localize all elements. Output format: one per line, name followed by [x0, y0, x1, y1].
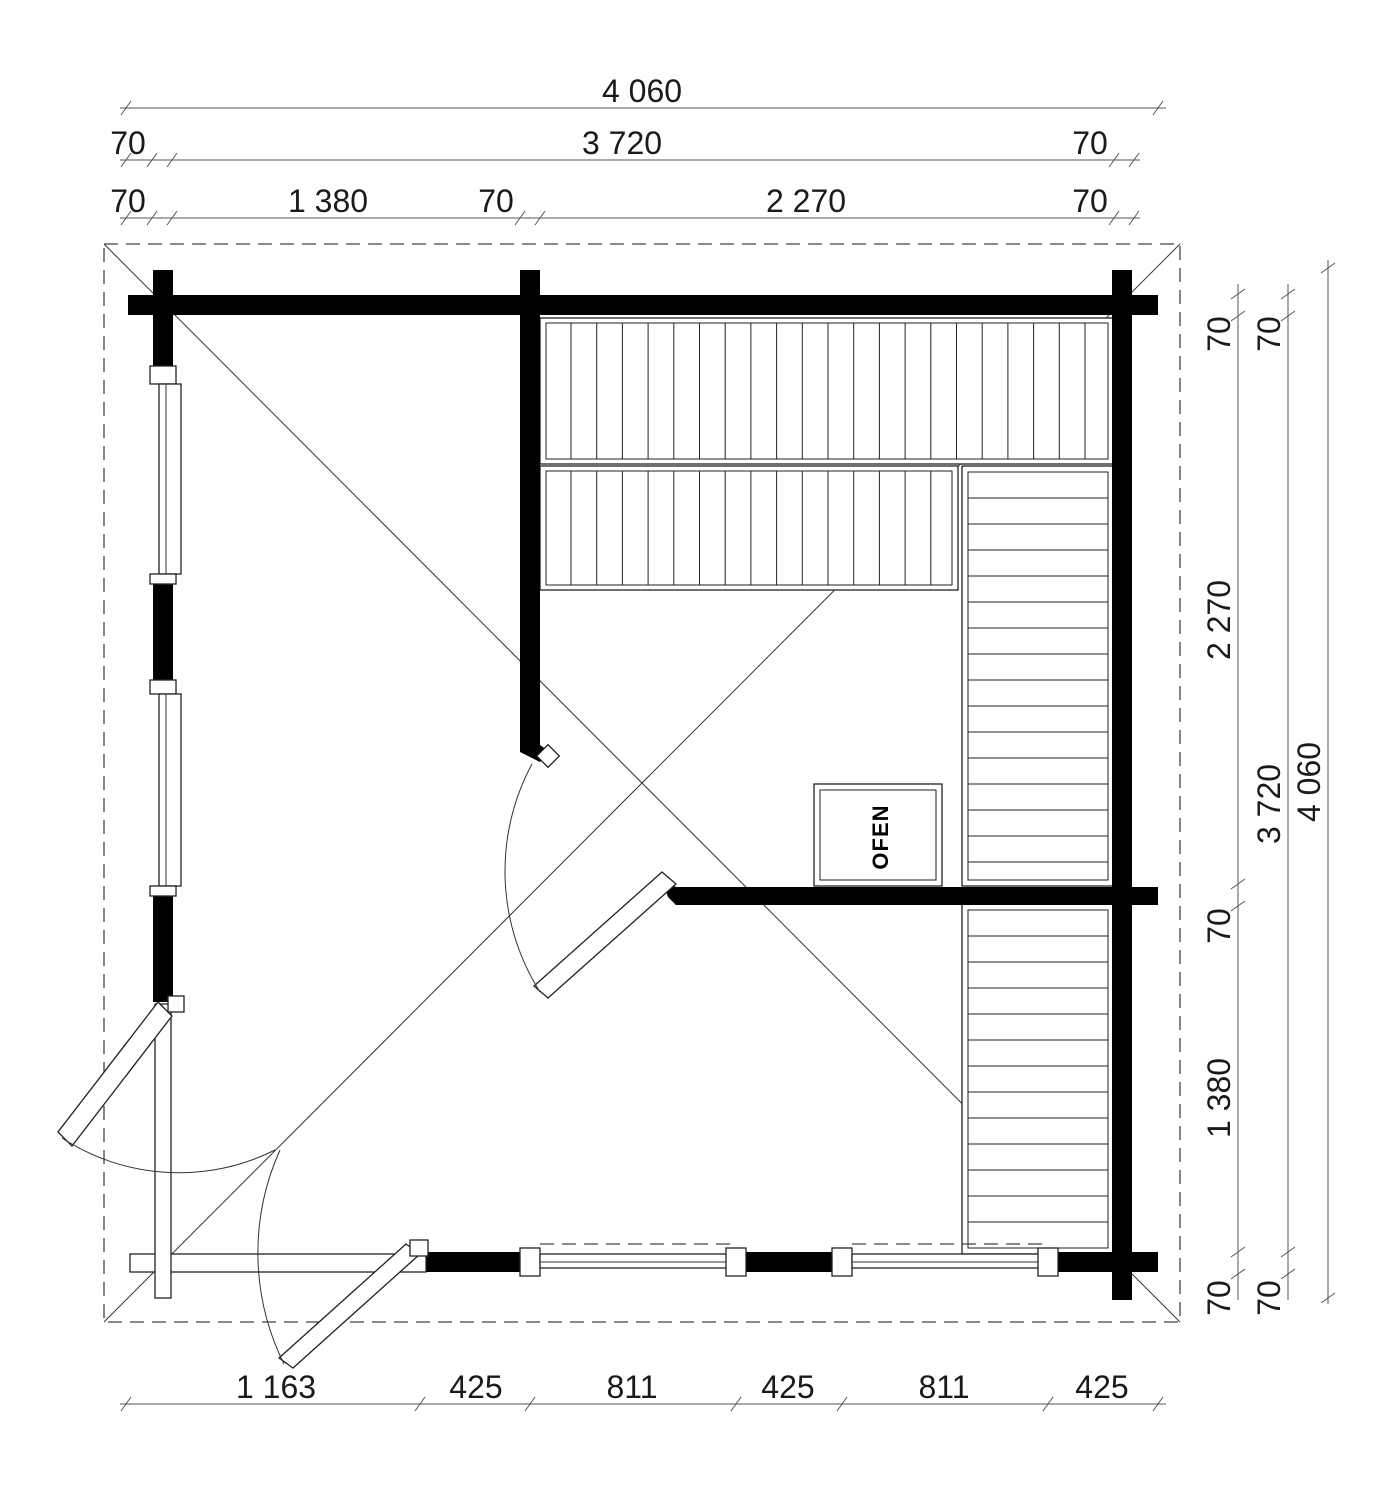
dimension-labels: 4 060 70 3 720 70 70 1 380 70 2 270 70 1… [110, 73, 1327, 1405]
dim-top-total: 4 060 [602, 73, 682, 109]
dimension-tick [1280, 310, 1296, 322]
dimension-tick [1280, 1268, 1296, 1280]
dim-right-inner-0: 70 [1201, 316, 1237, 352]
dimension-tick [1320, 262, 1336, 274]
dim-top-row3-1: 1 380 [288, 183, 368, 219]
middle-bench [539, 465, 959, 591]
dimension-tick [524, 1396, 536, 1412]
dimension-tick [1320, 1292, 1336, 1304]
side-bench-lower [961, 903, 1115, 1255]
dimension-lines [120, 100, 1336, 1412]
dimension-tick [166, 210, 178, 226]
dim-right-inner-1: 2 270 [1201, 580, 1237, 660]
dimension-tick [1280, 1246, 1296, 1258]
entrance-wall-stub [129, 1003, 427, 1299]
dimension-tick [1152, 100, 1164, 116]
dimension-tick [1230, 310, 1246, 322]
dim-right-outer-total: 4 060 [1291, 742, 1327, 822]
dim-top-inner-right-wall: 70 [1072, 125, 1108, 161]
dim-right-inner-4: 70 [1201, 1280, 1237, 1316]
dimension-tick [1108, 210, 1120, 226]
dim-bottom-0: 1 163 [236, 1369, 316, 1405]
dimension-tick [1230, 1268, 1246, 1280]
dimension-tick [1128, 152, 1140, 168]
dimension-tick [1108, 152, 1120, 168]
left-window-lower [149, 679, 182, 897]
dim-top-row3-4: 70 [1072, 183, 1108, 219]
dim-bottom-5: 425 [1075, 1369, 1128, 1405]
dim-right-outer-bottom: 70 [1251, 1280, 1287, 1316]
dimension-tick [1152, 1396, 1164, 1412]
dimension-tick [120, 100, 132, 116]
bottom-window-left [519, 1243, 747, 1277]
stove-label: OFEN [868, 804, 893, 869]
left-door-leaf [57, 995, 276, 1174]
dimension-tick [146, 152, 158, 168]
dimension-tick [730, 1396, 742, 1412]
dim-bottom-1: 425 [449, 1369, 502, 1405]
dimension-tick [534, 210, 546, 226]
dim-top-inner-left-wall: 70 [110, 125, 146, 161]
dimension-tick [146, 210, 158, 226]
stove: OFEN [813, 783, 943, 887]
dimension-tick [414, 1396, 426, 1412]
dim-bottom-3: 425 [761, 1369, 814, 1405]
dimension-tick [120, 152, 132, 168]
dim-bottom-4: 811 [918, 1369, 969, 1405]
dimension-tick [120, 210, 132, 226]
dim-top-row3-3: 2 270 [766, 183, 846, 219]
front-door-leaf [257, 1149, 429, 1369]
dimension-tick [166, 152, 178, 168]
side-bench-upper [961, 465, 1115, 887]
dim-right-mid-total: 3 720 [1251, 764, 1287, 844]
dimension-tick [1230, 900, 1246, 912]
dim-right-inner-2: 70 [1201, 908, 1237, 944]
dimension-tick [1230, 288, 1246, 300]
dim-top-row3-2: 70 [478, 183, 514, 219]
bottom-window-right [831, 1243, 1059, 1277]
upper-bench [539, 317, 1115, 465]
dim-right-inner-3: 1 380 [1201, 1058, 1237, 1138]
dim-bottom-2: 811 [606, 1369, 657, 1405]
dimension-tick [120, 1396, 132, 1412]
dimension-tick [1230, 878, 1246, 890]
dimension-tick [1128, 210, 1140, 226]
dimension-tick [1042, 1396, 1054, 1412]
dimension-tick [514, 210, 526, 226]
dim-top-row3-0: 70 [110, 183, 146, 219]
left-window-upper [149, 365, 182, 585]
dimension-tick [1230, 1246, 1246, 1258]
dim-top-inner: 3 720 [582, 125, 662, 161]
dimension-tick [836, 1396, 848, 1412]
dimension-tick [1280, 288, 1296, 300]
sauna-door-leaf [504, 743, 677, 999]
walls [128, 270, 1158, 1300]
dim-right-outer-top: 70 [1251, 316, 1287, 352]
